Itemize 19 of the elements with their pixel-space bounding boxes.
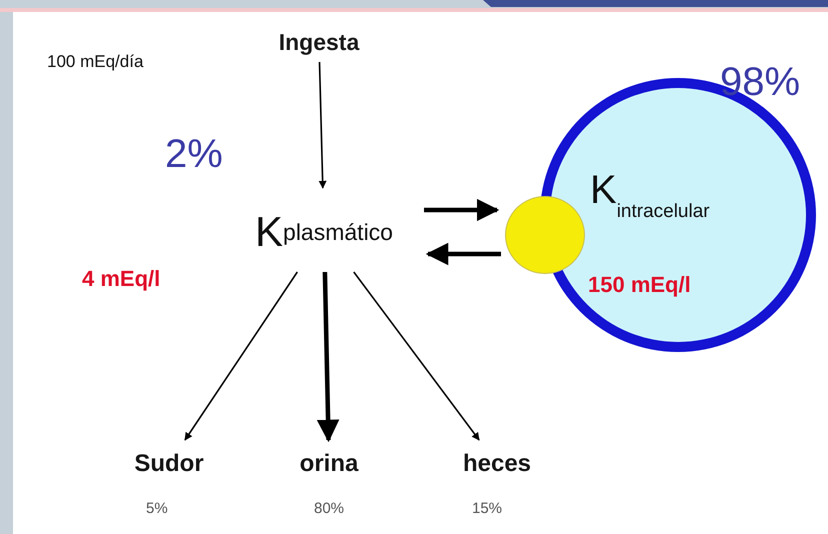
arrow	[426, 242, 501, 266]
percentage-label: 98%	[720, 60, 800, 105]
percentage-label: 5%	[146, 500, 168, 517]
concentration-label: 150 mEq/l	[588, 272, 691, 298]
node-label: K$_{intracelular}$	[590, 168, 710, 223]
percentage-label: 2%	[165, 132, 223, 177]
arrow	[184, 272, 298, 441]
node-label: Sudor	[120, 448, 218, 480]
node-label: Ingesta	[272, 26, 366, 58]
arrow	[424, 198, 500, 222]
node-label: heces	[450, 448, 544, 480]
intake-rate-label: 100 mEq/día	[47, 52, 144, 72]
arrow	[318, 62, 327, 189]
arrow	[353, 272, 480, 441]
percentage-label: 15%	[472, 500, 502, 517]
node-label: orina	[286, 448, 372, 480]
concentration-label: 4 mEq/l	[82, 266, 160, 292]
arrow	[316, 272, 340, 442]
percentage-label: 80%	[314, 500, 344, 517]
